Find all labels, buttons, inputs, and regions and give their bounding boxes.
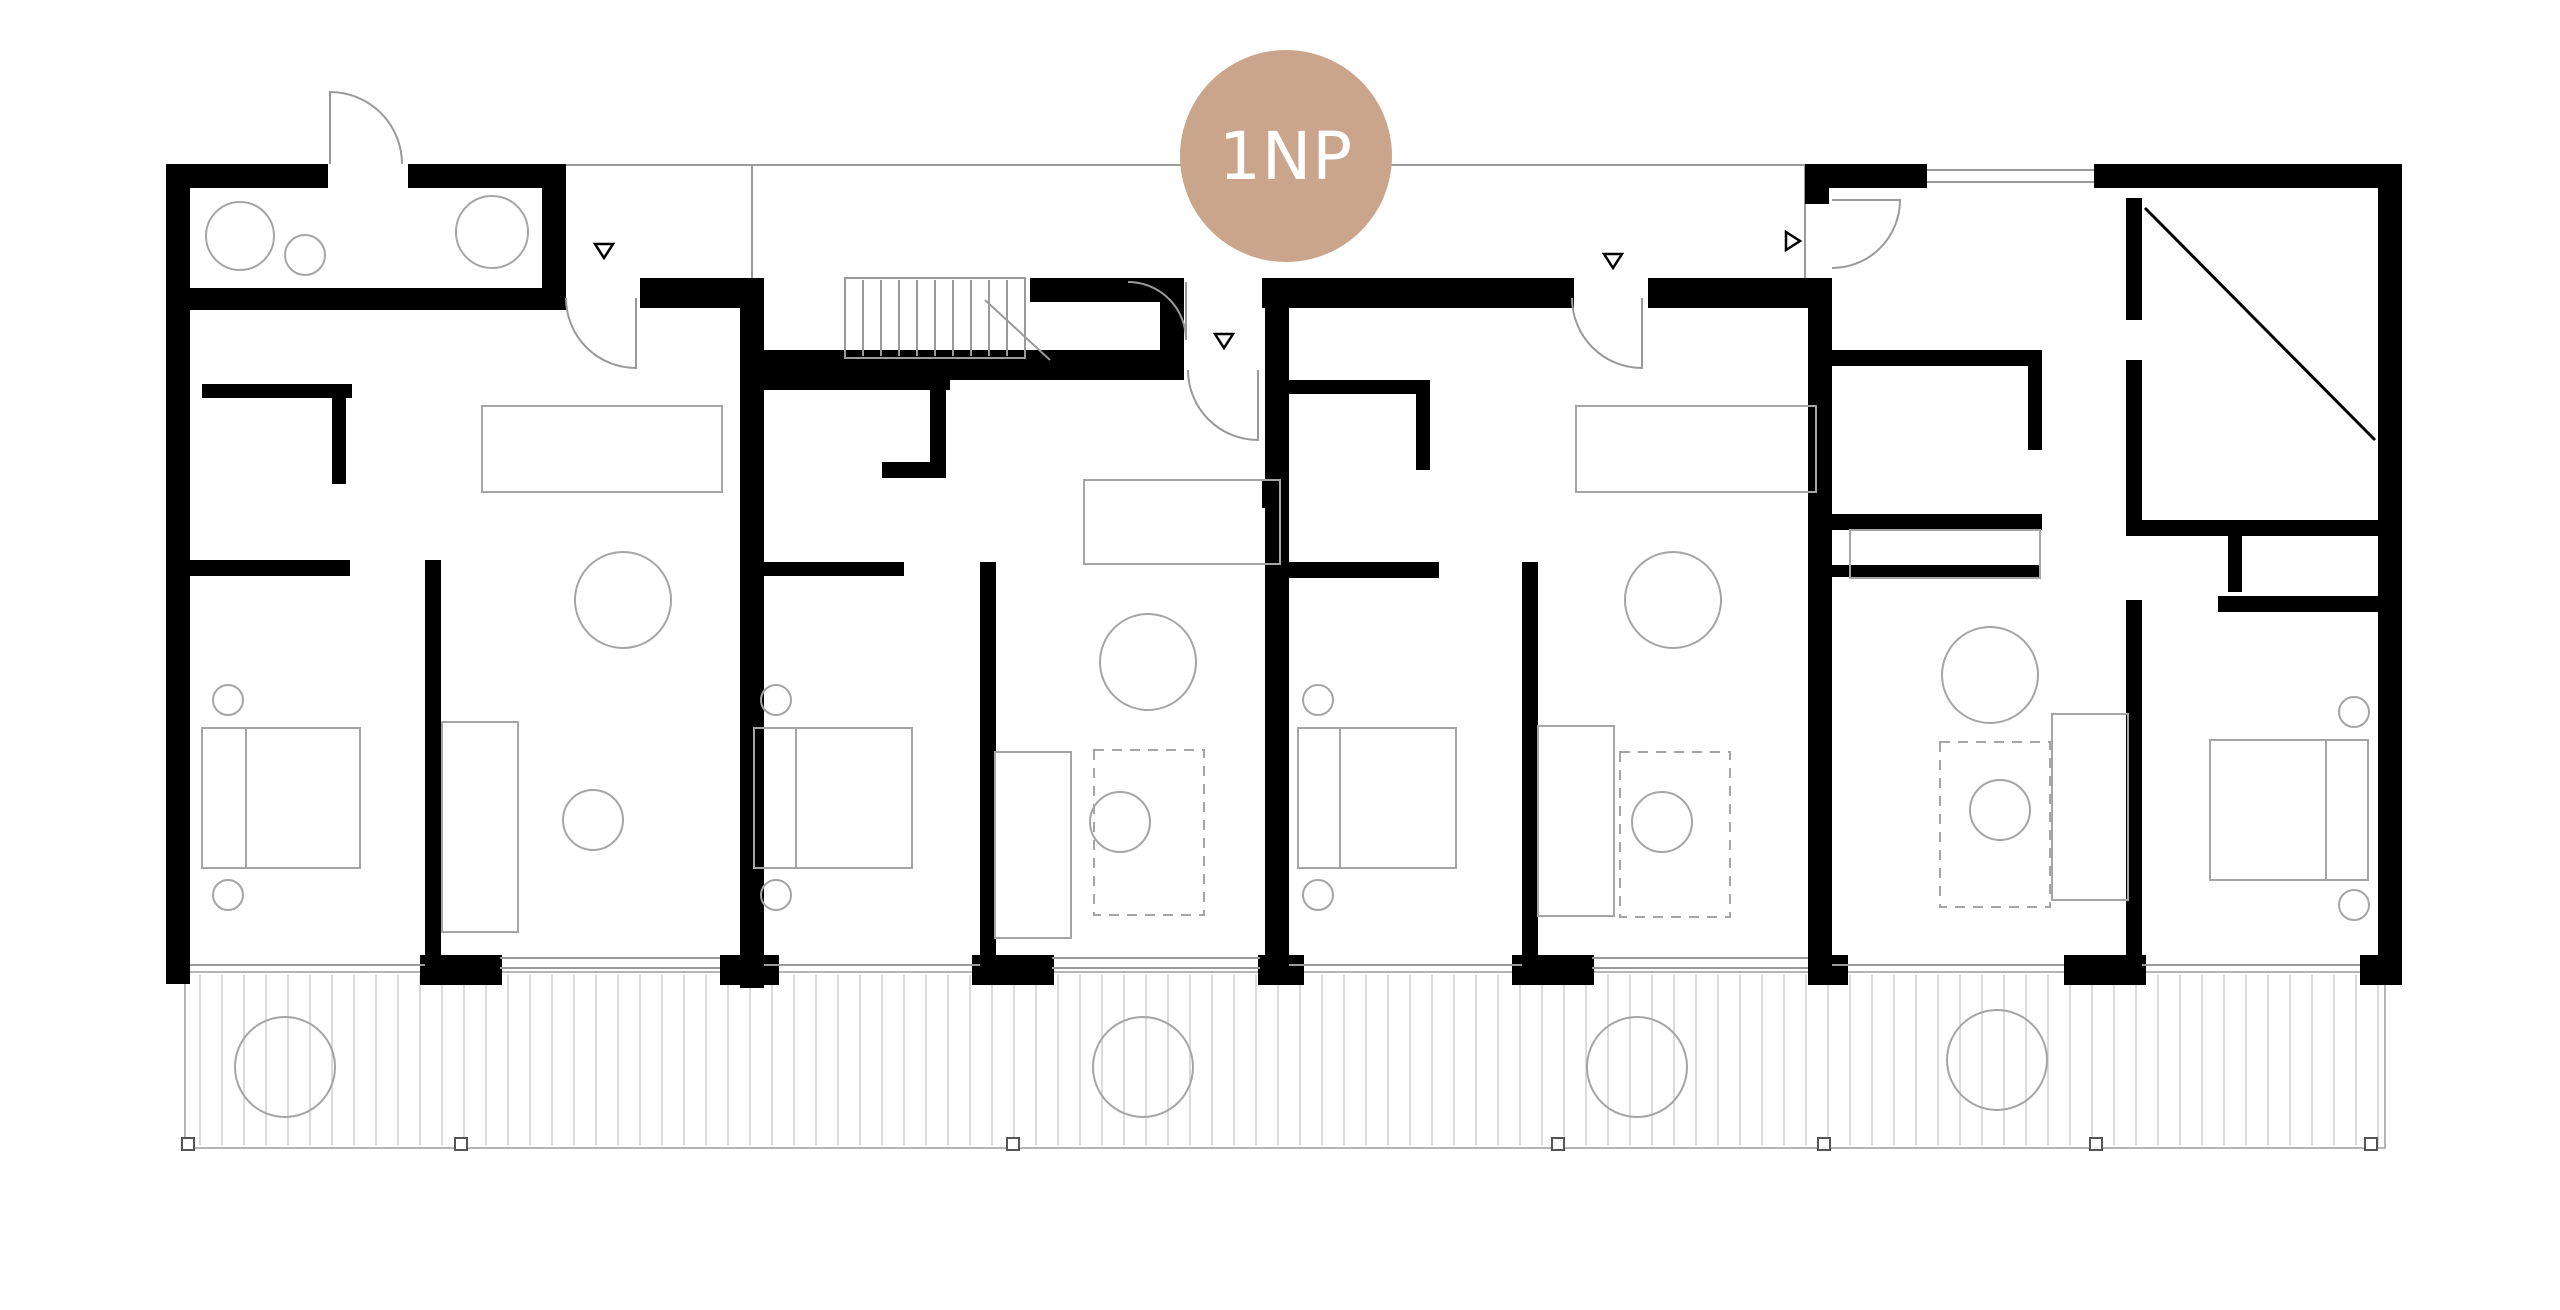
terrace-steps bbox=[728, 985, 746, 1145]
furniture bbox=[201, 195, 2370, 1118]
doors bbox=[329, 90, 1902, 442]
walls bbox=[166, 164, 2402, 988]
staircase bbox=[844, 277, 1051, 361]
floor-badge: 1NP bbox=[1180, 50, 1392, 262]
floor-label: 1NP bbox=[1218, 117, 1354, 195]
terrace bbox=[181, 971, 2386, 1151]
entrance-markers bbox=[592, 229, 1803, 351]
